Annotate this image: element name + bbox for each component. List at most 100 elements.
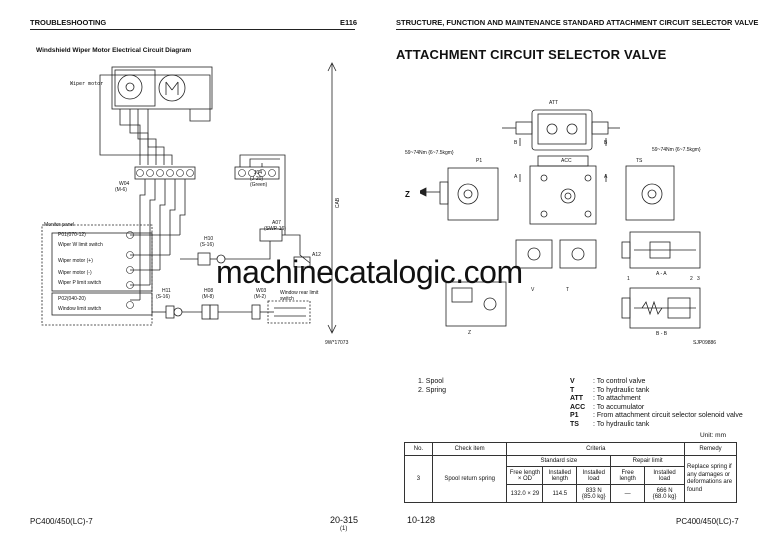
w03-label: W03 <box>256 288 267 294</box>
section-b-right: B <box>604 140 608 146</box>
port-code: ACC <box>570 403 586 411</box>
ports-list: V : To control valve T : To hydraulic tank… <box>570 378 743 430</box>
view-z-bottom-label: Z <box>468 330 472 336</box>
header-installed-load: Installed load <box>576 466 612 485</box>
wiper-p-limit-label: Wiper P limit switch <box>58 280 102 286</box>
w04-label: W04 <box>119 181 130 187</box>
j04-label: J04 <box>254 170 263 176</box>
h08-type-label: (M-8) <box>202 294 214 300</box>
h10-label: H10 <box>204 236 214 242</box>
value-installed-load: 833 N{85.0 kg} <box>576 484 612 503</box>
port-row: P1 : From attachment circuit selector sol… <box>570 412 743 421</box>
wiper-motor-label: Wiper motor <box>70 81 104 87</box>
header-standard-size: Standard size <box>506 455 612 467</box>
right-figure-code: SJP09886 <box>693 340 717 346</box>
torque-right-label: 59~74Nm {6~7.5kgm} <box>652 147 701 153</box>
right-footer-page: 10-128 <box>407 515 436 525</box>
watermark-text: machinecatalogic.com <box>216 254 523 290</box>
view-z-label: Z <box>405 190 410 199</box>
a12-label: A12 <box>312 252 321 258</box>
left-figure-code: 9W*17073 <box>325 340 349 346</box>
diagram-title: Windshield Wiper Motor Electrical Circui… <box>36 47 192 54</box>
port-code: P1 <box>570 412 579 420</box>
h08-label: H08 <box>204 288 214 294</box>
port-p1-label: P1 <box>476 158 483 164</box>
h11-label: H11 <box>162 288 171 294</box>
h11-type-label: (S-16) <box>156 294 170 300</box>
wiper-motor-minus-label: Wiper motor (-) <box>58 270 92 276</box>
a07-type-label: (SWP-16) <box>264 226 286 232</box>
wiper-circuit-diagram <box>41 62 337 334</box>
value-repair-free-length: — <box>610 484 646 503</box>
port-code: ATT <box>570 395 584 403</box>
window-rear-label: Window rear limit switch <box>280 290 319 302</box>
spring-spec-table: No. Check item Criteria Remedy 3 Spool r… <box>404 442 737 503</box>
value-installed-load-n: 833 N <box>585 487 602 494</box>
port-v-label: V <box>531 287 535 293</box>
value-repair-load-n: 666 N <box>656 487 673 494</box>
a07-label: A07 <box>272 220 281 226</box>
port-desc: : To hydraulic tank <box>593 386 650 394</box>
left-footer-page: 20-315 <box>330 515 359 525</box>
right-page-title: ATTACHMENT CIRCUIT SELECTOR VALVE <box>396 47 667 62</box>
right-header-rule <box>396 29 730 30</box>
row-check-item: Spool return spring <box>431 455 508 503</box>
callout-1-label: 1 <box>627 276 630 282</box>
port-row: V : To control valve <box>570 378 743 387</box>
header-check-item: Check item <box>431 442 508 456</box>
value-installed-load-kg: {85.0 kg} <box>581 493 606 500</box>
w03-type-label: (M-2) <box>254 294 266 300</box>
section-b-left: B <box>514 140 518 146</box>
left-section-code: E116 <box>340 18 358 27</box>
header-repair-free-length: Free length <box>610 466 646 485</box>
port-desc: : To attachment <box>593 395 641 403</box>
port-row: TS: To hydraulic tank <box>570 421 743 430</box>
port-code: T <box>570 386 575 394</box>
value-repair-load: 666 N{68.0 kg} <box>644 484 686 503</box>
value-free-length-od: 132.0 × 29 <box>506 484 544 503</box>
section-bb-label: B - B <box>656 331 668 337</box>
row-remedy: Replace spring if any damages or deforma… <box>684 455 737 503</box>
wiper-motor-plus-label: Wiper motor (+) <box>58 258 93 264</box>
left-footer-model: PC400/450(LC)-7 <box>30 517 93 526</box>
row-number: 3 <box>404 455 433 503</box>
callout-3-label: 3 <box>697 276 700 282</box>
port-att-label: ATT <box>549 100 559 106</box>
h10-type-label: (S-16) <box>200 242 214 248</box>
j04-type-label: (J-20) <box>250 176 264 182</box>
value-repair-load-kg: {68.0 kg} <box>652 493 677 500</box>
port-desc: : To accumulator <box>593 403 645 411</box>
w04-type-label: (M-6) <box>115 187 127 193</box>
section-aa-label: A - A <box>656 271 667 277</box>
port-code: V <box>570 378 575 385</box>
unit-label: Unit: mm <box>700 432 726 439</box>
left-header-rule <box>30 29 355 30</box>
right-section-header: STRUCTURE, FUNCTION AND MAINTENANCE STAN… <box>396 18 759 27</box>
port-ts-label: TS <box>636 158 643 164</box>
header-free-length-od: Free length × OD <box>506 466 544 485</box>
port-code: TS <box>570 420 579 428</box>
callout-2-label: 2 <box>690 276 693 282</box>
parts-list: 1. Spool 2. Spring <box>418 378 446 395</box>
window-limit-label: Window limit switch <box>58 306 102 312</box>
port-desc: : From attachment circuit selector solen… <box>593 412 743 420</box>
port-row: ACC : To accumulator <box>570 404 743 413</box>
header-criteria: Criteria <box>506 442 686 456</box>
header-repair-installed-load: Installed load <box>644 466 686 485</box>
p02-label: P02(040-20) <box>58 296 86 302</box>
selector-valve-drawing <box>420 109 701 329</box>
port-t-label: T <box>566 287 570 293</box>
cab-label: CAB <box>335 197 342 209</box>
port-desc: : To control valve <box>593 378 646 385</box>
header-repair-limit: Repair limit <box>610 455 686 467</box>
header-remedy: Remedy <box>684 442 737 456</box>
p01-label: P01(070-12) <box>58 232 86 238</box>
left-footer-sub: (1) <box>340 526 348 532</box>
wiper-w-limit-label: Wiper W limit switch <box>58 242 103 248</box>
port-acc-label: ACC <box>561 158 572 164</box>
port-row: ATT : To attachment <box>570 395 743 404</box>
part-item: 2. Spring <box>418 386 447 394</box>
port-row: T : To hydraulic tank <box>570 387 743 396</box>
torque-left-label: 59~74Nm {6~7.5kgm} <box>405 150 454 156</box>
header-installed-length: Installed length <box>542 466 578 485</box>
